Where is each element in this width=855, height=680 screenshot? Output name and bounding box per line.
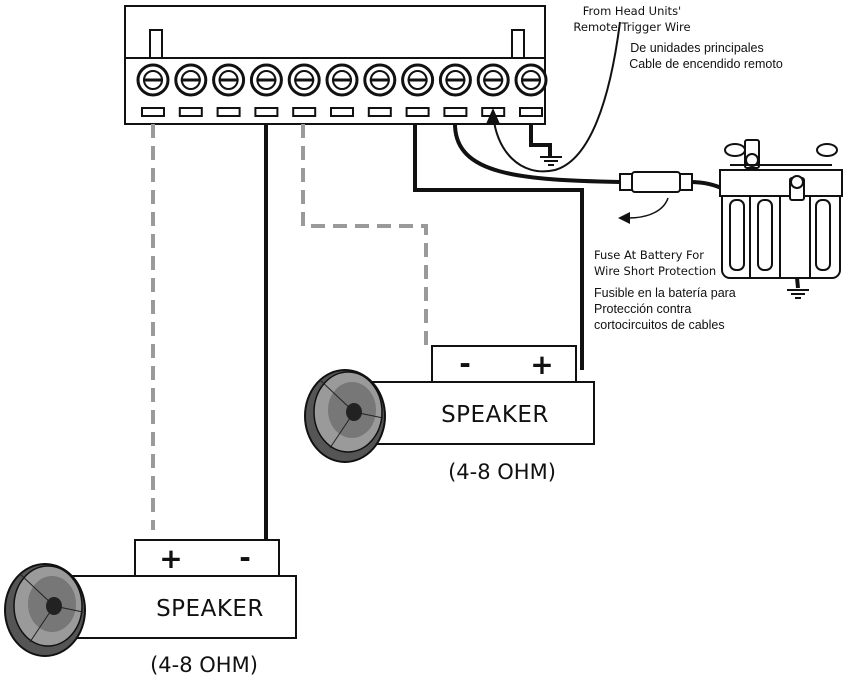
battery-icon <box>719 139 843 279</box>
fuse-label-es-1: Fusible en la batería para <box>594 286 736 300</box>
terminal-slot-6 <box>330 107 354 117</box>
remote-trigger-arrowhead <box>486 108 500 124</box>
terminal-slot-7 <box>367 107 392 117</box>
terminal-screw-6 <box>325 63 359 97</box>
wire-power-to-fuse <box>453 123 621 184</box>
terminal-screw-10 <box>476 63 510 97</box>
ground-symbol-battery <box>787 289 809 299</box>
terminal-slot-2 <box>178 107 203 117</box>
amplifier-terminal-block <box>124 5 548 125</box>
speaker-left-impedance: (4-8 OHM) <box>150 653 258 677</box>
inline-fuse <box>619 171 693 193</box>
terminal-screw-4 <box>249 63 283 97</box>
terminal-slot-4 <box>254 107 279 117</box>
remote-wire-label-en-1: From Head Units' <box>583 4 681 18</box>
speaker-right-terminal-plus: + <box>530 348 553 381</box>
terminal-screw-2 <box>174 63 208 97</box>
terminal-screw-5 <box>287 63 321 97</box>
wire-right-speaker-positive <box>413 124 584 370</box>
speaker-left-terminal-box <box>134 539 280 577</box>
speaker-left-terminal-plus: + <box>159 542 182 575</box>
terminal-slot-1 <box>141 107 165 117</box>
speaker-right-label: SPEAKER <box>441 402 549 428</box>
terminal-slots <box>141 107 543 117</box>
speaker-right: - + SPEAKER (4-8 OHM) <box>304 345 595 484</box>
terminal-screw-3 <box>212 63 246 97</box>
remote-wire-label-es-2: Cable de encendido remoto <box>629 57 783 71</box>
speaker-right-impedance: (4-8 OHM) <box>448 460 556 484</box>
fuse-label-en-2: Wire Short Protection <box>594 264 716 278</box>
fuse-arrow-icon <box>627 197 669 219</box>
speaker-left-terminal-minus: - <box>239 541 251 574</box>
speaker-right-cone-icon <box>304 369 386 463</box>
remote-wire-label-en-2: Remote Trigger Wire <box>573 20 690 34</box>
terminal-screw-9 <box>438 63 472 97</box>
speaker-left: + - SPEAKER (4-8 OHM) <box>4 539 297 677</box>
mounting-post-left <box>149 29 163 59</box>
terminal-screw-8 <box>401 63 435 97</box>
wire-amp-ground <box>529 124 552 156</box>
terminal-slot-11 <box>519 107 543 117</box>
terminal-slot-9 <box>443 107 468 117</box>
speaker-left-label: SPEAKER <box>156 596 264 622</box>
wire-right-speaker-negative <box>301 124 428 346</box>
fuse-label: Fuse At Battery For Wire Short Protectio… <box>594 248 736 332</box>
terminal-screw-1 <box>136 63 170 97</box>
remote-wire-label: From Head Units' Remote Trigger Wire De … <box>573 4 782 71</box>
terminal-slot-5 <box>292 107 317 117</box>
terminal-screw-11 <box>514 63 548 97</box>
fuse-label-es-3: cortocircuitos de cables <box>594 318 725 332</box>
ground-symbol-amp <box>540 156 562 166</box>
speaker-right-terminal-box <box>431 345 577 383</box>
fuse-arrowhead <box>618 212 630 224</box>
mounting-post-right <box>511 29 525 59</box>
remote-wire-label-es-1: De unidades principales <box>630 41 763 55</box>
speaker-left-cone-icon <box>4 563 86 657</box>
fuse-label-en-1: Fuse At Battery For <box>594 248 704 262</box>
terminal-slot-3 <box>216 107 241 117</box>
terminal-screw-7 <box>363 63 397 97</box>
wire-remote-trigger <box>492 21 621 173</box>
terminal-slot-8 <box>405 107 430 117</box>
terminal-screws <box>136 63 548 97</box>
speaker-right-terminal-minus: - <box>459 347 471 380</box>
fuse-label-es-2: Protección contra <box>594 302 691 316</box>
